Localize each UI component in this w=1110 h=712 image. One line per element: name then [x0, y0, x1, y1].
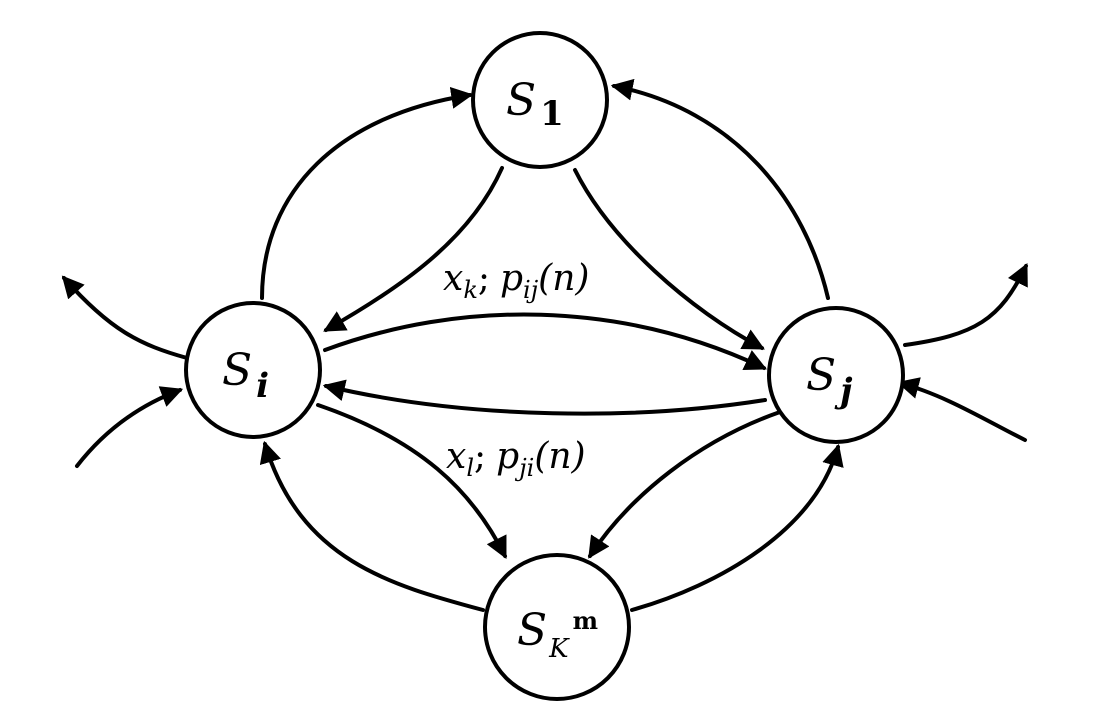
node-s1-main: S [506, 75, 536, 126]
edge-label-backward: xl;pji(n) [446, 436, 586, 482]
edge-label-backward-sep: ; [474, 436, 486, 477]
edge-si-to-sk [316, 403, 507, 559]
node-sk-main: S [517, 605, 547, 656]
edge-label-backward-arg: (n) [534, 436, 585, 477]
edge-label-backward-p: p [496, 436, 519, 477]
edge-label-forward-p-sub: ij [523, 276, 539, 304]
edge-si-incoming [75, 386, 184, 468]
edge-sk-to-si [259, 440, 485, 612]
node-s1-sub: 1 [540, 94, 564, 134]
node-sk-sub: K [548, 634, 570, 664]
svg-text:S1: S1 [506, 75, 564, 134]
edge-label-forward-sep: ; [478, 258, 490, 299]
node-si-main: S [222, 345, 252, 396]
edge-label-backward-x-sub: l [466, 454, 474, 482]
edge-label-forward-x-sub: k [463, 276, 478, 304]
edge-label-forward-p: p [500, 258, 523, 299]
edge-si-to-s1 [260, 86, 474, 300]
node-sk-sup: m [573, 606, 598, 635]
edge-s1-to-si [323, 166, 504, 332]
edge-label-backward-x: x [446, 436, 466, 477]
node-sj-main: S [806, 350, 836, 401]
edge-label-forward-x: x [443, 258, 463, 299]
edge-s1-to-sj [573, 168, 765, 350]
edge-label-backward-p-sub: ji [514, 454, 534, 482]
node-sk: SKm [483, 553, 631, 701]
edge-sk-to-sj [630, 443, 844, 612]
svg-text:Si: Si [222, 345, 269, 406]
edge-label-forward-arg: (n) [538, 258, 589, 299]
edge-sj-to-sk [588, 410, 782, 559]
edge-sj-to-s1 [610, 78, 830, 300]
svg-text:SKm: SKm [517, 605, 598, 664]
edge-sj-incoming [896, 377, 1027, 442]
edge-si-outgoing [61, 275, 189, 360]
edge-label-forward: xk;pij(n) [443, 258, 589, 304]
node-si-sub: i [256, 366, 269, 406]
edge-sj-outgoing [903, 263, 1028, 347]
edge-si-to-sj [323, 312, 767, 370]
edge-sj-to-si [322, 379, 767, 416]
